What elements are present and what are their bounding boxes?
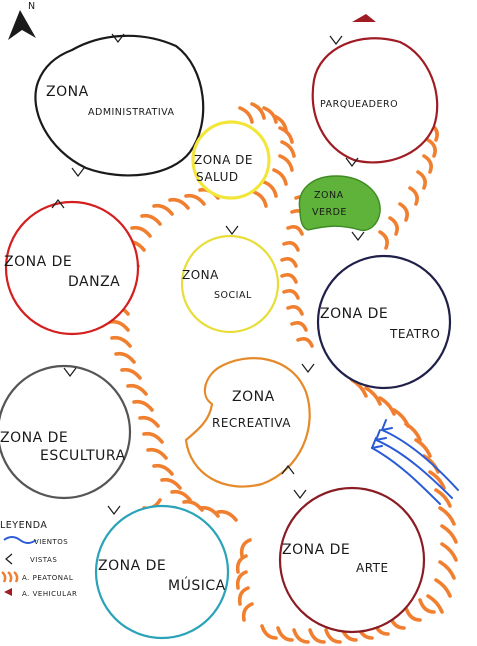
zone-escultura-line1: ZONA DE bbox=[0, 430, 68, 446]
legend-item-peatonal: A. PEATONAL bbox=[22, 574, 73, 582]
north-label: N bbox=[28, 1, 36, 12]
wind-icon bbox=[3, 536, 37, 544]
zone-musica-line2: MÚSICA bbox=[168, 576, 226, 594]
zone-arte[interactable]: ZONA DE ARTE bbox=[278, 486, 426, 634]
zone-musica-line1: ZONA DE bbox=[98, 558, 166, 574]
north-arrow-icon: N bbox=[8, 1, 36, 40]
zone-verde-line2: VERDE bbox=[312, 207, 347, 218]
zone-salud[interactable]: ZONA DE SALUD bbox=[191, 120, 271, 200]
legend: LEYENDA VIENTOS VISTAS A. PEATONAL A. VE… bbox=[0, 520, 77, 598]
zone-administrativa-line2: ADMINISTRATIVA bbox=[88, 107, 175, 118]
zone-administrativa-line1: ZONA bbox=[46, 84, 89, 100]
zone-verde[interactable]: ZONA VERDE bbox=[298, 175, 381, 232]
zone-salud-line2: SALUD bbox=[196, 170, 239, 184]
zone-social-line2: SOCIAL bbox=[214, 290, 252, 301]
zone-administrativa[interactable]: ZONA ADMINISTRATIVA bbox=[34, 34, 205, 177]
zone-teatro[interactable]: ZONA DE TEATRO bbox=[316, 254, 452, 390]
zone-arte-line1: ZONA DE bbox=[282, 542, 350, 558]
view-chevrons bbox=[51, 33, 365, 515]
vehicle-arrow-icon bbox=[4, 588, 12, 596]
zone-social[interactable]: ZONA SOCIAL bbox=[180, 234, 280, 334]
legend-item-vistas: VISTAS bbox=[30, 556, 57, 564]
zone-recreativa-line1: ZONA bbox=[232, 389, 275, 405]
legend-item-vehicular: A. VEHICULAR bbox=[22, 590, 77, 598]
zone-parqueadero-line1: PARQUEADERO bbox=[320, 99, 398, 110]
zone-escultura-line2: ESCULTURA bbox=[40, 448, 126, 464]
view-chevron-icon bbox=[5, 553, 13, 565]
zone-recreativa[interactable]: ZONA RECREATIVA bbox=[184, 357, 311, 488]
zone-verde-line1: ZONA bbox=[314, 190, 344, 201]
zone-teatro-line1: ZONA DE bbox=[320, 306, 388, 322]
zone-danza-line2: DANZA bbox=[68, 274, 120, 290]
zone-salud-line1: ZONA DE bbox=[194, 153, 253, 167]
zone-teatro-line2: TEATRO bbox=[389, 327, 440, 341]
legend-item-vientos: VIENTOS bbox=[34, 538, 68, 546]
wind-arrows-icon bbox=[371, 419, 459, 505]
vehicle-access-icon bbox=[352, 14, 376, 22]
zone-recreativa-line2: RECREATIVA bbox=[212, 416, 291, 430]
zone-arte-line2: ARTE bbox=[356, 561, 389, 575]
zone-escultura[interactable]: ZONA DE ESCULTURA bbox=[0, 364, 132, 500]
zone-social-line1: ZONA bbox=[182, 268, 219, 282]
zone-parqueadero[interactable]: PARQUEADERO bbox=[311, 37, 439, 164]
zone-danza[interactable]: ZONA DE DANZA bbox=[4, 200, 140, 336]
pedestrian-arc-icon bbox=[1, 571, 19, 583]
legend-title: LEYENDA bbox=[0, 520, 47, 531]
zone-musica[interactable]: ZONA DE MÚSICA bbox=[94, 504, 230, 640]
zone-danza-line1: ZONA DE bbox=[4, 254, 72, 270]
